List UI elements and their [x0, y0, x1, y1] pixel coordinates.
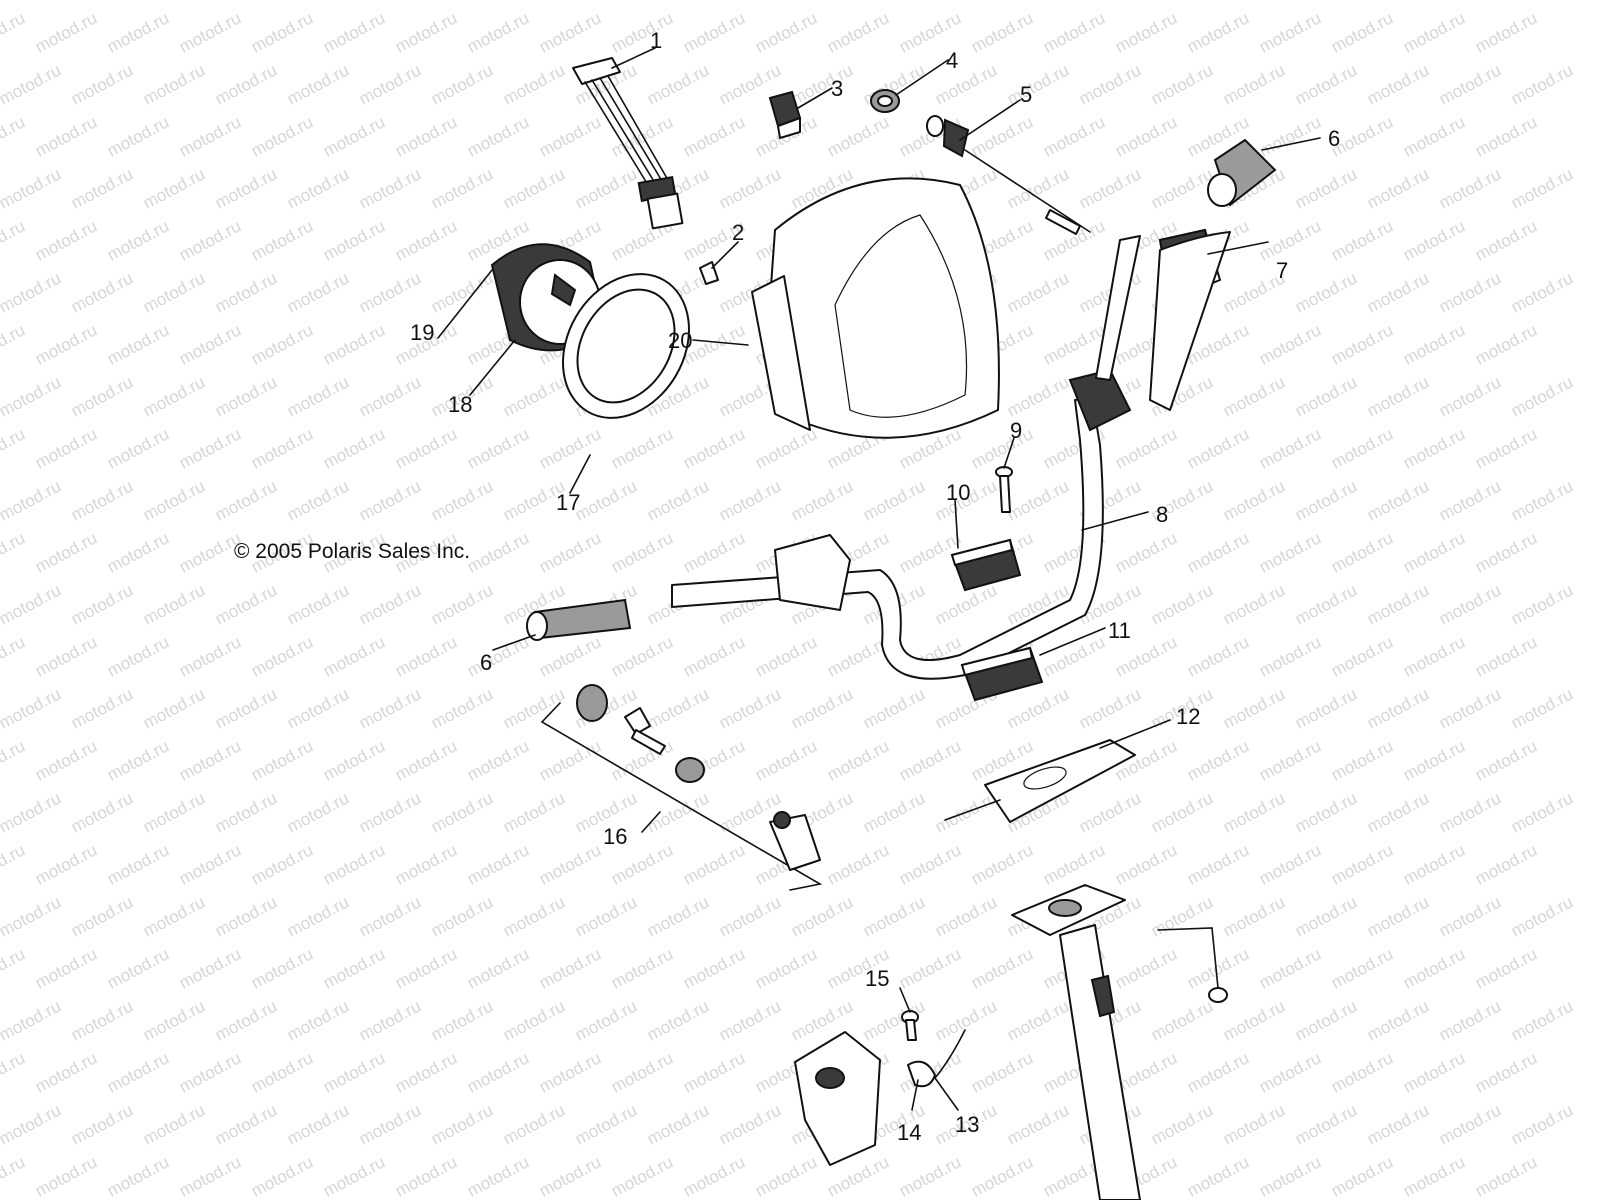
part-8-handlebar — [671, 231, 1231, 680]
part-13-15-caliper — [794, 1010, 966, 1166]
part-16-ignition-kit — [540, 684, 823, 891]
callout-14: 14 — [897, 1120, 922, 1145]
callout-1: 1 — [650, 28, 663, 53]
callout-4: 4 — [946, 48, 959, 73]
part-17-bezel-ring — [562, 273, 690, 419]
callout-18: 18 — [448, 392, 473, 417]
callout-13: 13 — [955, 1112, 980, 1137]
part-1-wire-harness — [572, 57, 684, 230]
callout-16: 16 — [603, 824, 628, 849]
part-3-switch — [768, 90, 802, 139]
part-5-choke-cable — [926, 115, 1091, 235]
callout-6-right: 6 — [1328, 126, 1341, 151]
part-steering-column — [1011, 884, 1228, 1200]
callout-10: 10 — [946, 480, 971, 505]
part-10-upper-clamp — [950, 538, 1022, 592]
callout-3: 3 — [831, 76, 844, 101]
callout-19: 19 — [410, 320, 435, 345]
part-20-headlight-pod — [751, 177, 1000, 439]
callout-5: 5 — [1020, 82, 1033, 107]
callout-8: 8 — [1156, 502, 1169, 527]
part-6-grip-right — [1207, 138, 1277, 207]
part-9-bolt — [995, 466, 1013, 513]
part-11-lower-clamp — [960, 646, 1044, 702]
part-4-grommet — [870, 89, 900, 113]
callout-17: 17 — [556, 490, 581, 515]
leader-lines — [437, 47, 1321, 1111]
part-12-mount-plate — [944, 739, 1136, 823]
callout-9: 9 — [1010, 418, 1023, 443]
callout-7: 7 — [1276, 258, 1289, 283]
callout-11: 11 — [1108, 618, 1131, 643]
callout-2: 2 — [732, 220, 745, 245]
callout-6-left: 6 — [480, 650, 493, 675]
copyright-text: © 2005 Polaris Sales Inc. — [234, 540, 471, 563]
callout-15: 15 — [865, 966, 890, 991]
callout-20: 20 — [668, 328, 693, 353]
part-6-grip-left — [526, 598, 632, 641]
callout-12: 12 — [1176, 704, 1201, 729]
